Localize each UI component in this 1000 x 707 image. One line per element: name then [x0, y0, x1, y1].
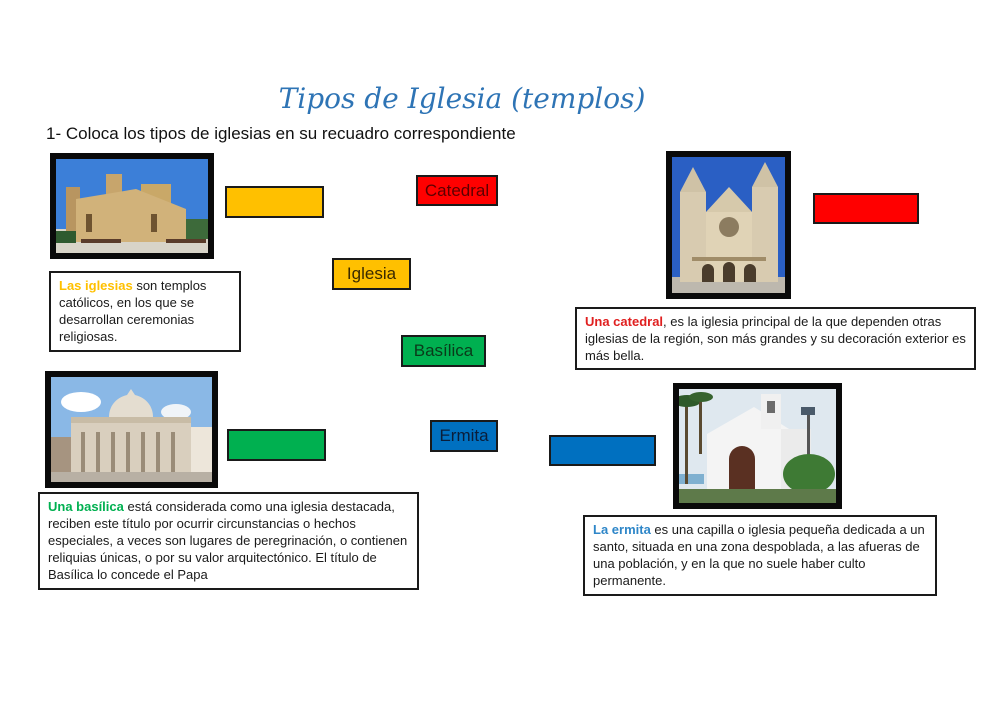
catedral-description: Una catedral, es la iglesia principal de… [575, 307, 976, 370]
hermitage-chapel-photo-icon [679, 389, 836, 503]
basilica-label-text: Basílica [413, 341, 474, 360]
basilica-drag-label[interactable]: Basílica [401, 335, 486, 367]
instruction-text: 1- Coloca los tipos de iglesias en su re… [46, 124, 516, 143]
ermita-photo [673, 383, 842, 509]
basilica-drop-slot[interactable] [227, 429, 326, 461]
iglesia-term: Las iglesias [59, 278, 133, 293]
catedral-drag-label[interactable]: Catedral [416, 175, 498, 206]
page-title: Tipos de Iglesia (templos) [278, 82, 646, 115]
catedral-text: , es la iglesia principal de la que depe… [585, 314, 966, 363]
iglesia-description: Las iglesias son templos católicos, en l… [49, 271, 241, 352]
ermita-drag-label[interactable]: Ermita [430, 420, 498, 452]
iglesia-photo [50, 153, 214, 259]
ermita-drop-slot[interactable] [549, 435, 656, 466]
ermita-label-text: Ermita [439, 426, 489, 445]
catedral-term: Una catedral [585, 314, 664, 329]
catedral-label-text: Catedral [424, 180, 490, 200]
iglesia-label-text: Iglesia [346, 264, 397, 283]
basilica-description: Una basílica está considerada como una i… [38, 492, 419, 590]
iglesia-drop-slot[interactable] [225, 186, 324, 218]
basilica-term: Una basílica [48, 499, 124, 514]
iglesia-drag-label[interactable]: Iglesia [332, 258, 411, 290]
catedral-drop-slot[interactable] [813, 193, 919, 224]
catedral-photo [666, 151, 791, 299]
basilica-text: está considerada como una iglesia destac… [48, 499, 408, 582]
gothic-cathedral-photo-icon [672, 157, 785, 293]
ermita-text: es una capilla o iglesia pequeña dedicad… [593, 522, 925, 588]
ermita-term: La ermita [593, 522, 651, 537]
iglesia-text: son templos católicos, en los que se des… [59, 278, 207, 344]
basilica-photo-icon [51, 377, 212, 482]
ermita-description: La ermita es una capilla o iglesia peque… [583, 515, 937, 596]
romanesque-church-photo-icon [56, 159, 208, 253]
basilica-photo [45, 371, 218, 488]
